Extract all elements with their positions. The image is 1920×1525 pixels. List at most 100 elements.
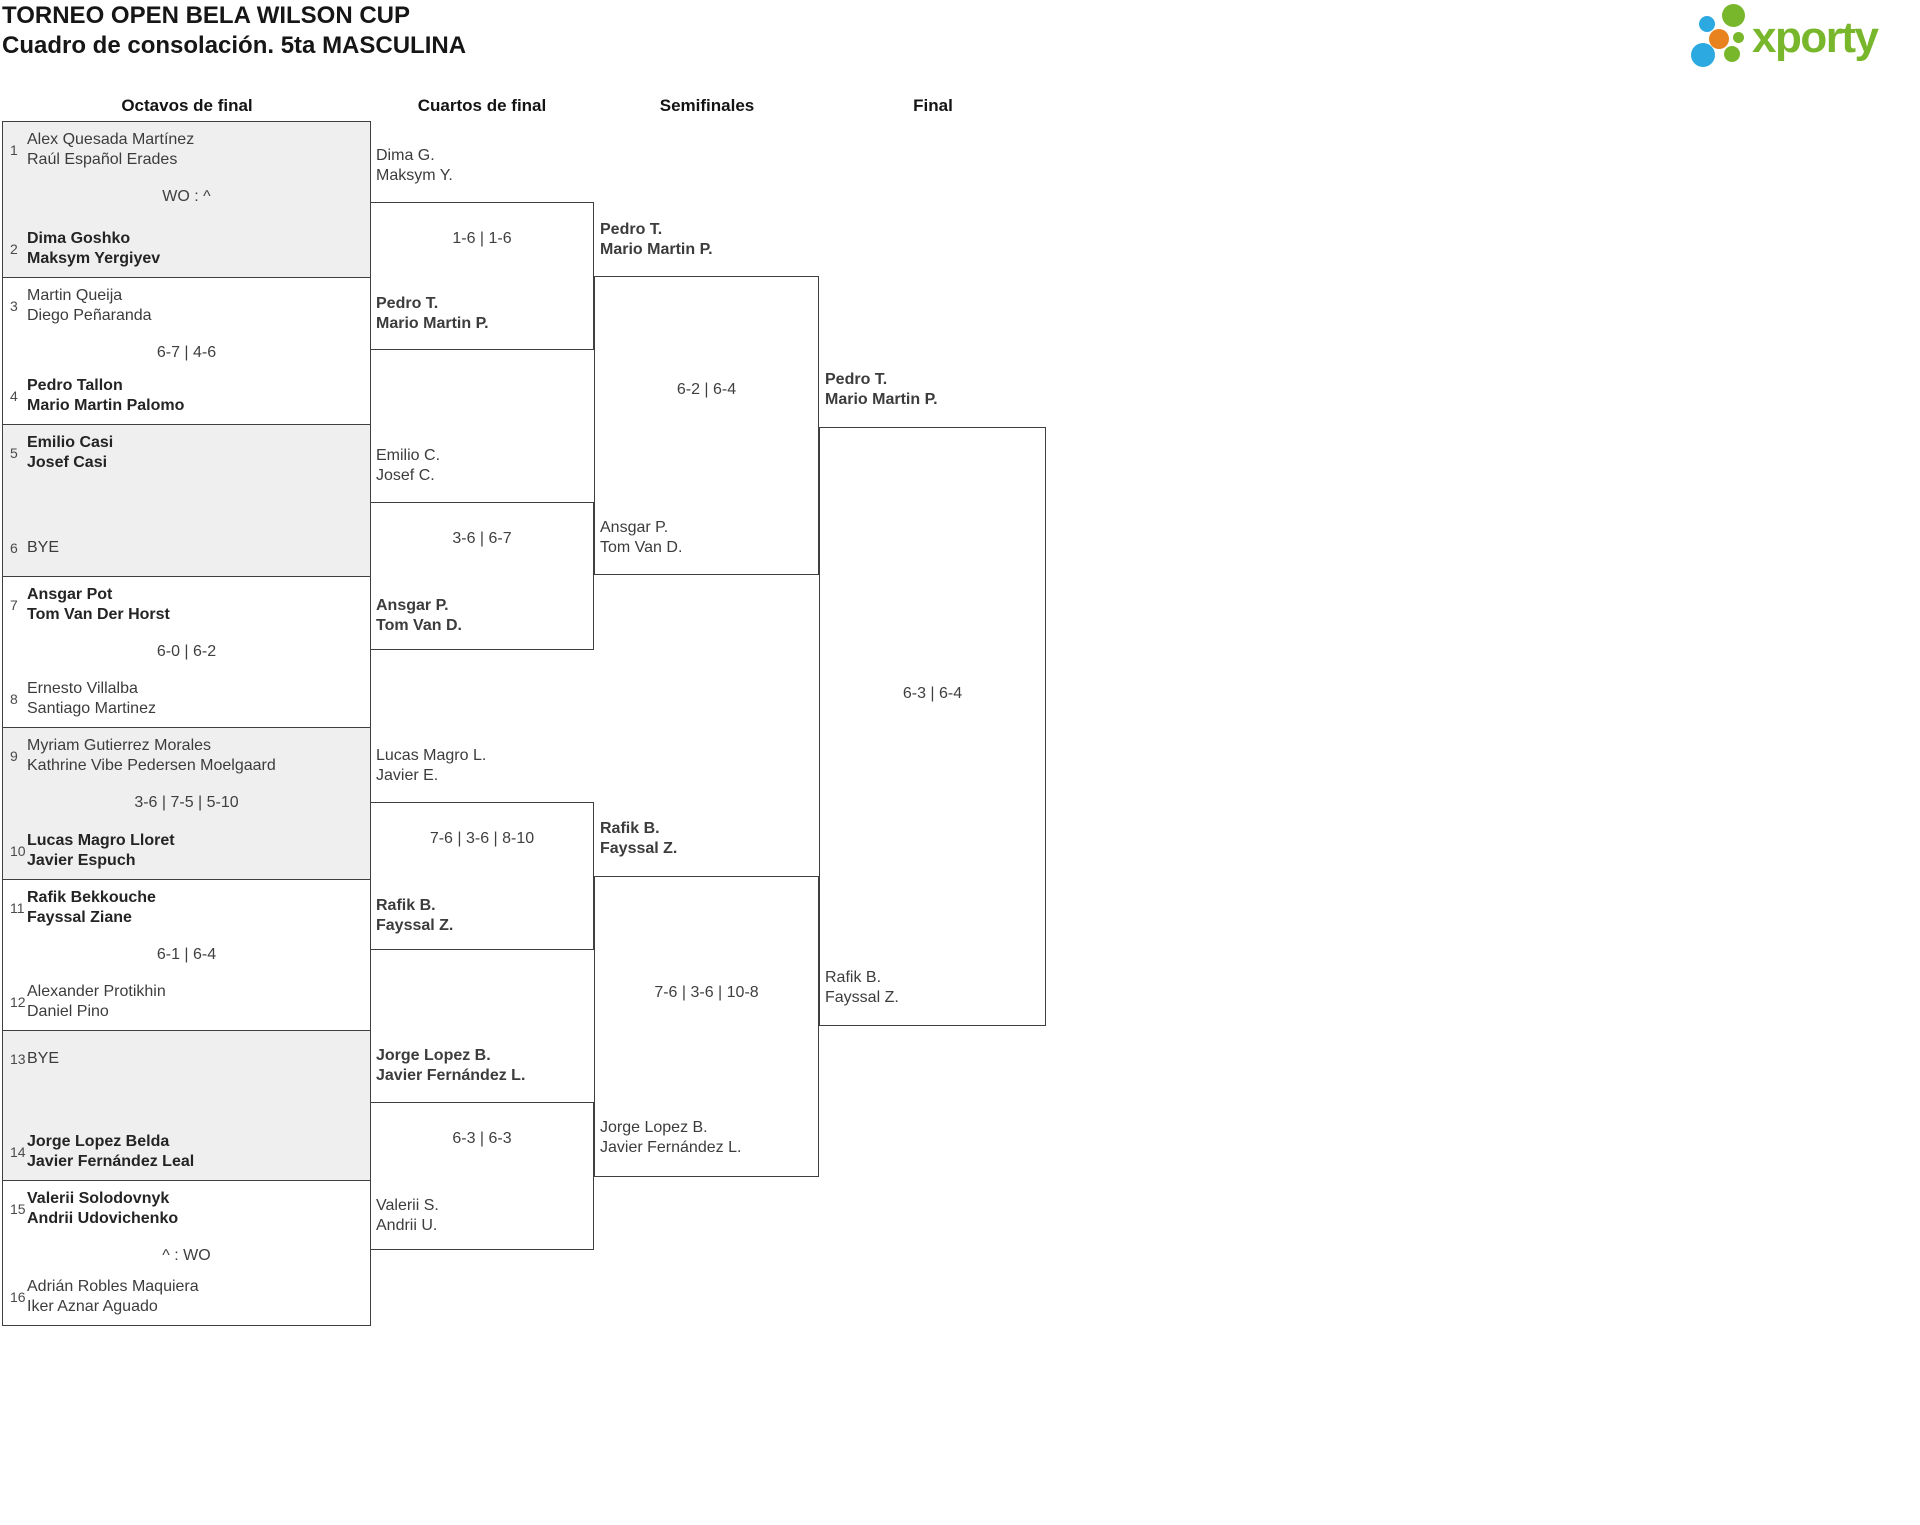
team-name: Alex Quesada Martínez Raúl Español Erade… bbox=[27, 131, 195, 168]
seed-number: 6 bbox=[10, 540, 18, 556]
team-name: Ernesto Villalba Santiago Martinez bbox=[27, 680, 156, 717]
match-octavos-7: 13 BYE 14 Jorge Lopez Belda Javier Ferná… bbox=[2, 1030, 371, 1181]
team-label-cuartos-2-top: Emilio C. Josef C. bbox=[376, 447, 441, 484]
team-name: Valerii Solodovnyk Andrii Udovichenko bbox=[27, 1190, 179, 1227]
team-slot: 10 Lucas Magro Lloret Javier Espuch bbox=[10, 828, 362, 874]
team-label-semifinal-1-top: Pedro T. Mario Martin P. bbox=[600, 221, 713, 258]
match-box-semifinal-1 bbox=[594, 276, 819, 575]
team-slot: 4 Pedro Tallon Mario Martin Palomo bbox=[10, 373, 362, 419]
seed-number: 15 bbox=[10, 1201, 26, 1217]
team-name: Pedro Tallon Mario Martin Palomo bbox=[27, 377, 185, 414]
team-label-final-top: Pedro T. Mario Martin P. bbox=[825, 371, 938, 408]
seed-number: 7 bbox=[10, 597, 18, 613]
match-box-cuartos-2 bbox=[370, 502, 594, 650]
seed-number: 2 bbox=[10, 241, 18, 257]
match-score: 6-3 | 6-3 bbox=[452, 1130, 512, 1147]
team-name: Dima Goshko Maksym Yergiyev bbox=[27, 230, 161, 267]
team-name: Martin Queija Diego Peñaranda bbox=[27, 287, 152, 324]
match-box-semifinal-2 bbox=[594, 876, 819, 1177]
team-name: Jorge Lopez Belda Javier Fernández Leal bbox=[27, 1133, 195, 1170]
team-label-cuartos-4-top: Jorge Lopez B. Javier Fernández L. bbox=[376, 1047, 526, 1084]
team-slot: 11 Rafik Bekkouche Fayssal Ziane bbox=[10, 885, 362, 931]
match-octavos-3: 5 Emilio Casi Josef Casi 6 BYE bbox=[2, 424, 371, 577]
team-label-final-bottom: Rafik B. Fayssal Z. bbox=[825, 969, 899, 1006]
match-box-cuartos-1 bbox=[370, 202, 594, 350]
seed-number: 12 bbox=[10, 994, 26, 1010]
team-label-cuartos-3-bottom: Rafik B. Fayssal Z. bbox=[376, 897, 454, 934]
team-slot: 12 Alexander Protikhin Daniel Pino bbox=[10, 979, 362, 1025]
team-name: Emilio Casi Josef Casi bbox=[27, 434, 114, 471]
team-slot: 5 Emilio Casi Josef Casi bbox=[10, 430, 362, 476]
team-label-semifinal-2-top: Rafik B. Fayssal Z. bbox=[600, 820, 678, 857]
team-label-cuartos-1-bottom: Pedro T. Mario Martin P. bbox=[376, 295, 489, 332]
seed-number: 4 bbox=[10, 388, 18, 404]
seed-number: 9 bbox=[10, 748, 18, 764]
round-header-final: Final bbox=[913, 96, 953, 115]
match-score: 6-1 | 6-4 bbox=[156, 946, 217, 963]
match-score: 6-7 | 4-6 bbox=[156, 344, 217, 361]
seed-number: 1 bbox=[10, 142, 18, 158]
seed-number: 13 bbox=[10, 1051, 26, 1067]
team-slot: 9 Myriam Gutierrez Morales Kathrine Vibe… bbox=[10, 733, 362, 779]
team-name: BYE bbox=[27, 1050, 60, 1067]
match-score: 3-6 | 7-5 | 5-10 bbox=[134, 794, 239, 811]
match-octavos-6: 11 Rafik Bekkouche Fayssal Ziane 6-1 | 6… bbox=[2, 879, 371, 1031]
seed-number: 10 bbox=[10, 843, 26, 859]
team-slot: 2 Dima Goshko Maksym Yergiyev bbox=[10, 226, 362, 272]
match-octavos-2: 3 Martin Queija Diego Peñaranda 6-7 | 4-… bbox=[2, 277, 371, 425]
match-score: WO : ^ bbox=[162, 188, 211, 205]
team-name: Alexander Protikhin Daniel Pino bbox=[27, 983, 166, 1020]
team-slot: 13 BYE bbox=[10, 1036, 362, 1082]
logo-dot-green-small bbox=[1724, 46, 1740, 62]
match-score: ^ : WO bbox=[162, 1247, 211, 1264]
logo-dot-green-tiny bbox=[1733, 32, 1744, 43]
team-slot: 1 Alex Quesada Martínez Raúl Español Era… bbox=[10, 127, 362, 173]
team-label-cuartos-2-bottom: Ansgar P. Tom Van D. bbox=[376, 597, 462, 634]
seed-number: 14 bbox=[10, 1144, 26, 1160]
team-label-semifinal-1-bottom: Ansgar P. Tom Van D. bbox=[600, 519, 683, 556]
team-slot: 8 Ernesto Villalba Santiago Martinez bbox=[10, 676, 362, 722]
match-octavos-5: 9 Myriam Gutierrez Morales Kathrine Vibe… bbox=[2, 727, 371, 880]
match-box-cuartos-3 bbox=[370, 802, 594, 950]
match-octavos-8: 15 Valerii Solodovnyk Andrii Udovichenko… bbox=[2, 1180, 371, 1326]
seed-number: 3 bbox=[10, 298, 18, 314]
match-score: 3-6 | 6-7 bbox=[452, 530, 512, 547]
team-slot: 3 Martin Queija Diego Peñaranda bbox=[10, 283, 362, 329]
team-label-semifinal-2-bottom: Jorge Lopez B. Javier Fernández L. bbox=[600, 1119, 742, 1156]
match-score: 6-2 | 6-4 bbox=[676, 381, 737, 398]
match-score: 6-3 | 6-4 bbox=[902, 685, 963, 702]
tournament-title: TORNEO OPEN BELA WILSON CUP bbox=[2, 2, 411, 29]
team-name: Rafik Bekkouche Fayssal Ziane bbox=[27, 889, 156, 926]
team-name: Myriam Gutierrez Morales Kathrine Vibe P… bbox=[27, 737, 276, 774]
team-label-cuartos-4-bottom: Valerii S. Andrii U. bbox=[376, 1197, 439, 1234]
round-header-cuartos: Cuartos de final bbox=[417, 96, 547, 115]
seed-number: 8 bbox=[10, 691, 18, 707]
team-slot: 14 Jorge Lopez Belda Javier Fernández Le… bbox=[10, 1129, 362, 1175]
match-score: 7-6 | 3-6 | 8-10 bbox=[429, 830, 535, 847]
match-score: 1-6 | 1-6 bbox=[452, 230, 512, 247]
match-score: 7-6 | 3-6 | 10-8 bbox=[654, 984, 759, 1001]
match-octavos-4: 7 Ansgar Pot Tom Van Der Horst 6-0 | 6-2… bbox=[2, 576, 371, 728]
team-name: Ansgar Pot Tom Van Der Horst bbox=[27, 586, 170, 623]
team-name: Lucas Magro Lloret Javier Espuch bbox=[27, 832, 175, 869]
match-score: 6-0 | 6-2 bbox=[156, 643, 217, 660]
match-octavos-1: 1 Alex Quesada Martínez Raúl Español Era… bbox=[2, 121, 371, 278]
team-name: BYE bbox=[27, 539, 60, 556]
match-box-final bbox=[819, 427, 1046, 1026]
team-name: Adrián Robles Maquiera Iker Aznar Aguado bbox=[27, 1278, 199, 1315]
team-slot: 7 Ansgar Pot Tom Van Der Horst bbox=[10, 582, 362, 628]
team-label-cuartos-1-top: Dima G. Maksym Y. bbox=[376, 147, 453, 184]
round-header-semifinales: Semifinales bbox=[659, 96, 755, 115]
bracket-subtitle: Cuadro de consolación. 5ta MASCULINA bbox=[2, 32, 467, 59]
logo-dot-blue-small bbox=[1699, 16, 1715, 32]
logo-dot-orange bbox=[1709, 29, 1729, 49]
logo-dot-blue-large bbox=[1691, 43, 1715, 67]
xporty-wordmark: xporty bbox=[1752, 13, 1879, 62]
team-slot: 6 BYE bbox=[10, 525, 362, 571]
team-slot: 15 Valerii Solodovnyk Andrii Udovichenko bbox=[10, 1186, 362, 1232]
logo-dot-green-large bbox=[1722, 4, 1745, 27]
team-label-cuartos-3-top: Lucas Magro L. Javier E. bbox=[376, 747, 487, 784]
seed-number: 5 bbox=[10, 445, 18, 461]
round-header-octavos: Octavos de final bbox=[121, 96, 253, 115]
